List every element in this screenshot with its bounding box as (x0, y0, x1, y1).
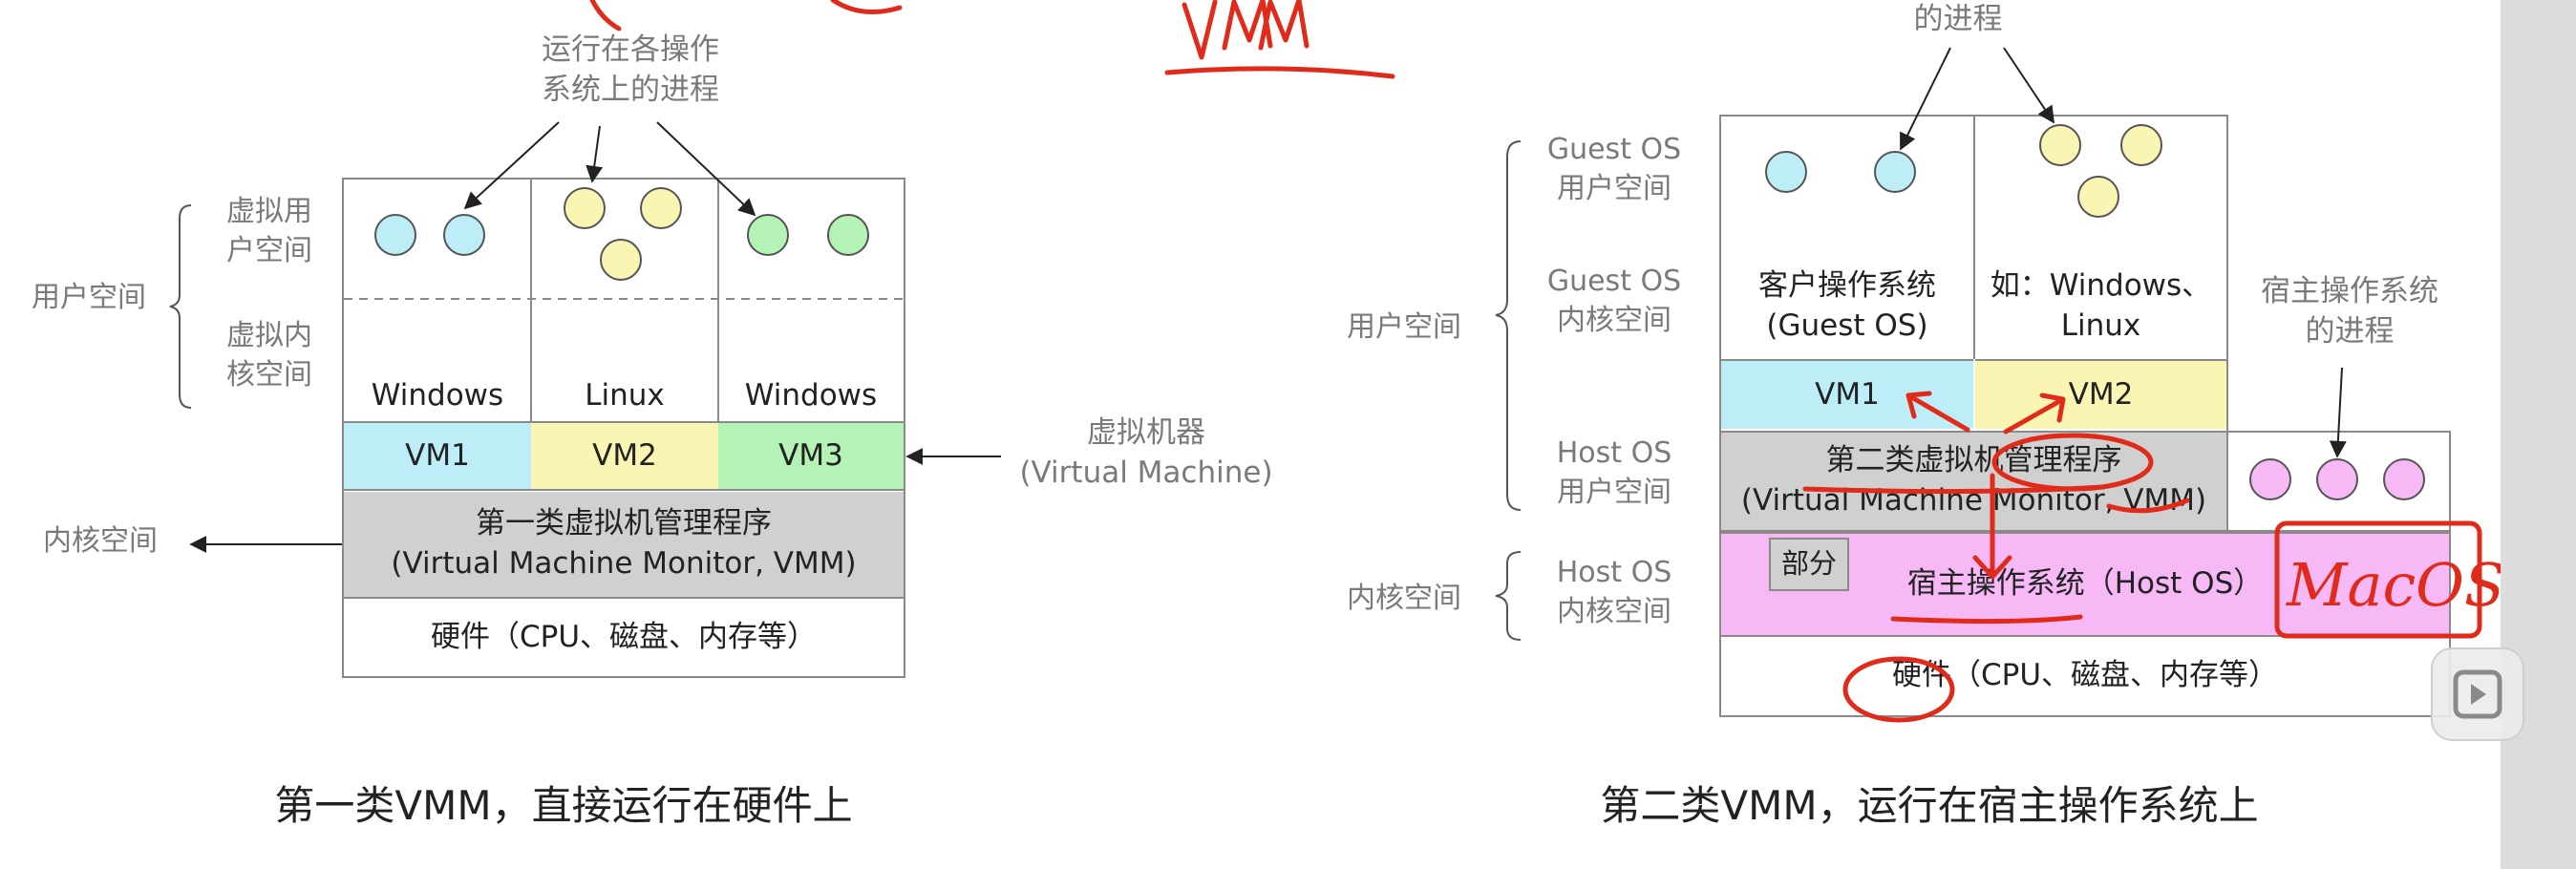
macos-box-mark (2274, 520, 2482, 639)
right-host-user-space-label: Host OS 用户空间 (1556, 436, 1672, 509)
top-vmm-handwriting-strokes (1182, 0, 1309, 60)
top-vmm-underline (1164, 66, 1395, 79)
right-guest-user-space-label: Guest OS 用户空间 (1546, 133, 1682, 205)
right-host-process-circle (2383, 458, 2425, 500)
right-caption: 第二类VMM，运行在宿主操作系统上 (1600, 782, 2259, 829)
right-vm2: VM2 (1975, 359, 2226, 429)
right-host-process-circle (2249, 458, 2291, 500)
left-hardware-layer: 硬件（CPU、磁盘、内存等） (430, 619, 818, 654)
left-process-circle (374, 214, 416, 256)
right-user-space-brace (1495, 140, 1522, 511)
left-process-circle (600, 239, 642, 281)
right-guest-divider (1973, 115, 1975, 359)
right-process-circle (1874, 151, 1916, 193)
left-user-space-brace (169, 204, 192, 409)
right-process-circle (2120, 124, 2162, 166)
top-left-red-stroke (830, 0, 903, 14)
right-process-circle (1765, 151, 1807, 193)
left-process-circle (564, 187, 606, 229)
left-kernel-space-label: 内核空间 (43, 524, 158, 558)
left-virtual-user-space-label: 虚拟用 户空间 (226, 195, 312, 267)
right-part-label: 部分 (1769, 538, 1849, 591)
right-process-arrows (1900, 47, 2347, 458)
left-process-circle (640, 187, 682, 229)
right-host-processes-label: 宿主操作系统 的进程 (2261, 274, 2438, 349)
left-user-space-label: 用户空间 (32, 281, 146, 314)
vmm-circle-mark (1991, 433, 2154, 492)
right-guest-kernel-space-label: Guest OS 内核空间 (1546, 265, 1682, 337)
left-vmm-layer: 第一类虚拟机管理程序 (Virtual Machine Monitor, VMM… (344, 492, 904, 597)
left-process-circle (443, 214, 485, 256)
right-guest-os-cell: 客户操作系统 (Guest OS) (1758, 268, 1936, 343)
arrow-down-to-host (1972, 473, 2012, 580)
top-left-red-stroke-2 (589, 0, 622, 32)
right-process-circle (2039, 124, 2081, 166)
left-process-circle (747, 214, 789, 256)
right-user-space-label: 用户空间 (1347, 310, 1461, 344)
pip-icon (2453, 669, 2502, 719)
arrow-to-vm1 (1905, 391, 1970, 433)
left-os-windows-1: Windows (371, 378, 504, 413)
left-os-windows-2: Windows (744, 378, 878, 413)
right-hardware-layer: 硬件（CPU、磁盘、内存等） (1719, 637, 2451, 717)
right-kernel-space-brace (1495, 551, 1522, 641)
arrow-to-vm2 (2003, 392, 2066, 434)
left-caption: 第一类VMM，直接运行在硬件上 (274, 782, 853, 829)
left-vm3: VM3 (718, 423, 904, 490)
right-kernel-space-label: 内核空间 (1347, 582, 1461, 615)
left-grid-lines (344, 180, 904, 599)
left-os-linux: Linux (585, 378, 665, 413)
left-vm2: VM2 (531, 423, 718, 490)
left-processes-label: 运行在各操作 系统上的进程 (542, 32, 719, 107)
left-process-circle (827, 214, 869, 256)
host-os-underline (1890, 614, 2083, 625)
right-processes-label: 的进程 (1913, 2, 2003, 36)
left-stack-frame (342, 178, 905, 678)
right-host-process-circle (2316, 458, 2358, 500)
vmm-underline-mark (1802, 484, 2190, 514)
left-virtual-kernel-space-label: 虚拟内 核空间 (226, 319, 312, 392)
right-guest-os-example: 如：Windows、 Linux (1990, 268, 2212, 343)
left-process-arrows (189, 121, 1001, 553)
left-vm1: VM1 (344, 423, 531, 490)
right-host-kernel-space-label: Host OS 内核空间 (1556, 556, 1672, 628)
picture-in-picture-button[interactable] (2431, 647, 2524, 741)
right-process-circle (2077, 176, 2119, 218)
left-virtual-machine-label: 虚拟机器 (Virtual Machine) (1019, 415, 1273, 490)
red-annotations (589, 0, 2482, 723)
macos-handwriting: MacOS (2286, 550, 2504, 620)
hardware-circle-mark (1842, 656, 1955, 723)
